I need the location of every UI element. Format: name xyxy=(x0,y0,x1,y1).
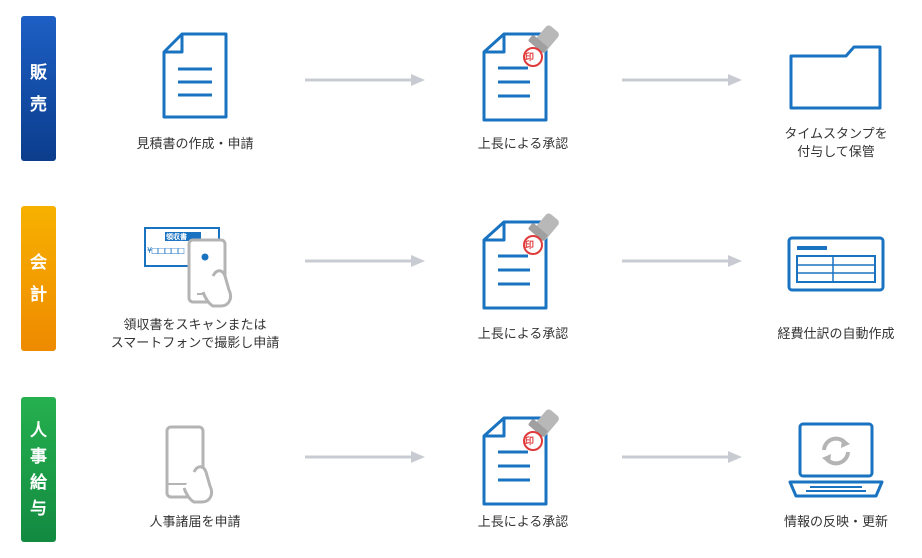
smartphone-tap-icon xyxy=(165,425,214,504)
category-char: 計 xyxy=(30,284,47,305)
receipt-title: 領収書 xyxy=(166,233,187,241)
stamp-label: 印 xyxy=(525,53,535,63)
hanko-stamp-icon xyxy=(523,409,559,451)
ledger-icon xyxy=(787,236,885,292)
arrow-right-icon xyxy=(305,74,425,86)
document-icon xyxy=(162,32,228,119)
hanko-stamp-icon xyxy=(523,25,559,67)
approved-document-icon xyxy=(482,213,559,310)
step-label: 情報の反映・更新 xyxy=(783,515,888,530)
category-char: 販 xyxy=(30,62,47,83)
arrow-right-icon xyxy=(622,74,742,86)
category-char: 人 xyxy=(30,420,47,441)
step-label: 経費仕訳の自動作成 xyxy=(777,327,895,342)
approved-document-icon xyxy=(482,25,559,122)
arrow-right-icon xyxy=(622,255,742,267)
stamp-label: 印 xyxy=(525,241,535,251)
category-char: 会 xyxy=(30,252,47,273)
receipt-scan-icon xyxy=(144,227,233,308)
category-char: 事 xyxy=(30,446,47,467)
step-label: タイムスタンプを 付与して保管 xyxy=(784,127,888,160)
step-label: 見積書の作成・申請 xyxy=(136,137,254,152)
category-accounting: 会 計 xyxy=(21,206,56,351)
stamp-label: 印 xyxy=(525,437,535,447)
step-label: 上長による承認 xyxy=(477,137,569,152)
step-label: 上長による承認 xyxy=(477,327,569,342)
laptop-refresh-icon xyxy=(788,422,884,498)
hanko-stamp-icon xyxy=(523,213,559,255)
category-char: 売 xyxy=(30,94,47,115)
arrow-right-icon xyxy=(622,451,742,463)
step-label: 上長による承認 xyxy=(477,515,569,530)
arrow-right-icon xyxy=(305,451,425,463)
step-label: 人事諸届を申請 xyxy=(149,515,241,530)
category-char: 与 xyxy=(30,498,47,519)
folder-icon xyxy=(789,45,882,110)
approved-document-icon xyxy=(482,409,559,506)
arrow-right-icon xyxy=(305,255,425,267)
step-label: 領収書をスキャンまたは スマートフォンで撮影し申請 xyxy=(110,318,280,351)
category-hr-payroll: 人 事 給 与 xyxy=(21,397,56,542)
category-sales: 販 売 xyxy=(21,16,56,161)
refresh-icon xyxy=(822,436,850,466)
category-char: 給 xyxy=(30,472,47,493)
receipt-amount: ¥□□□□□ xyxy=(147,246,185,255)
